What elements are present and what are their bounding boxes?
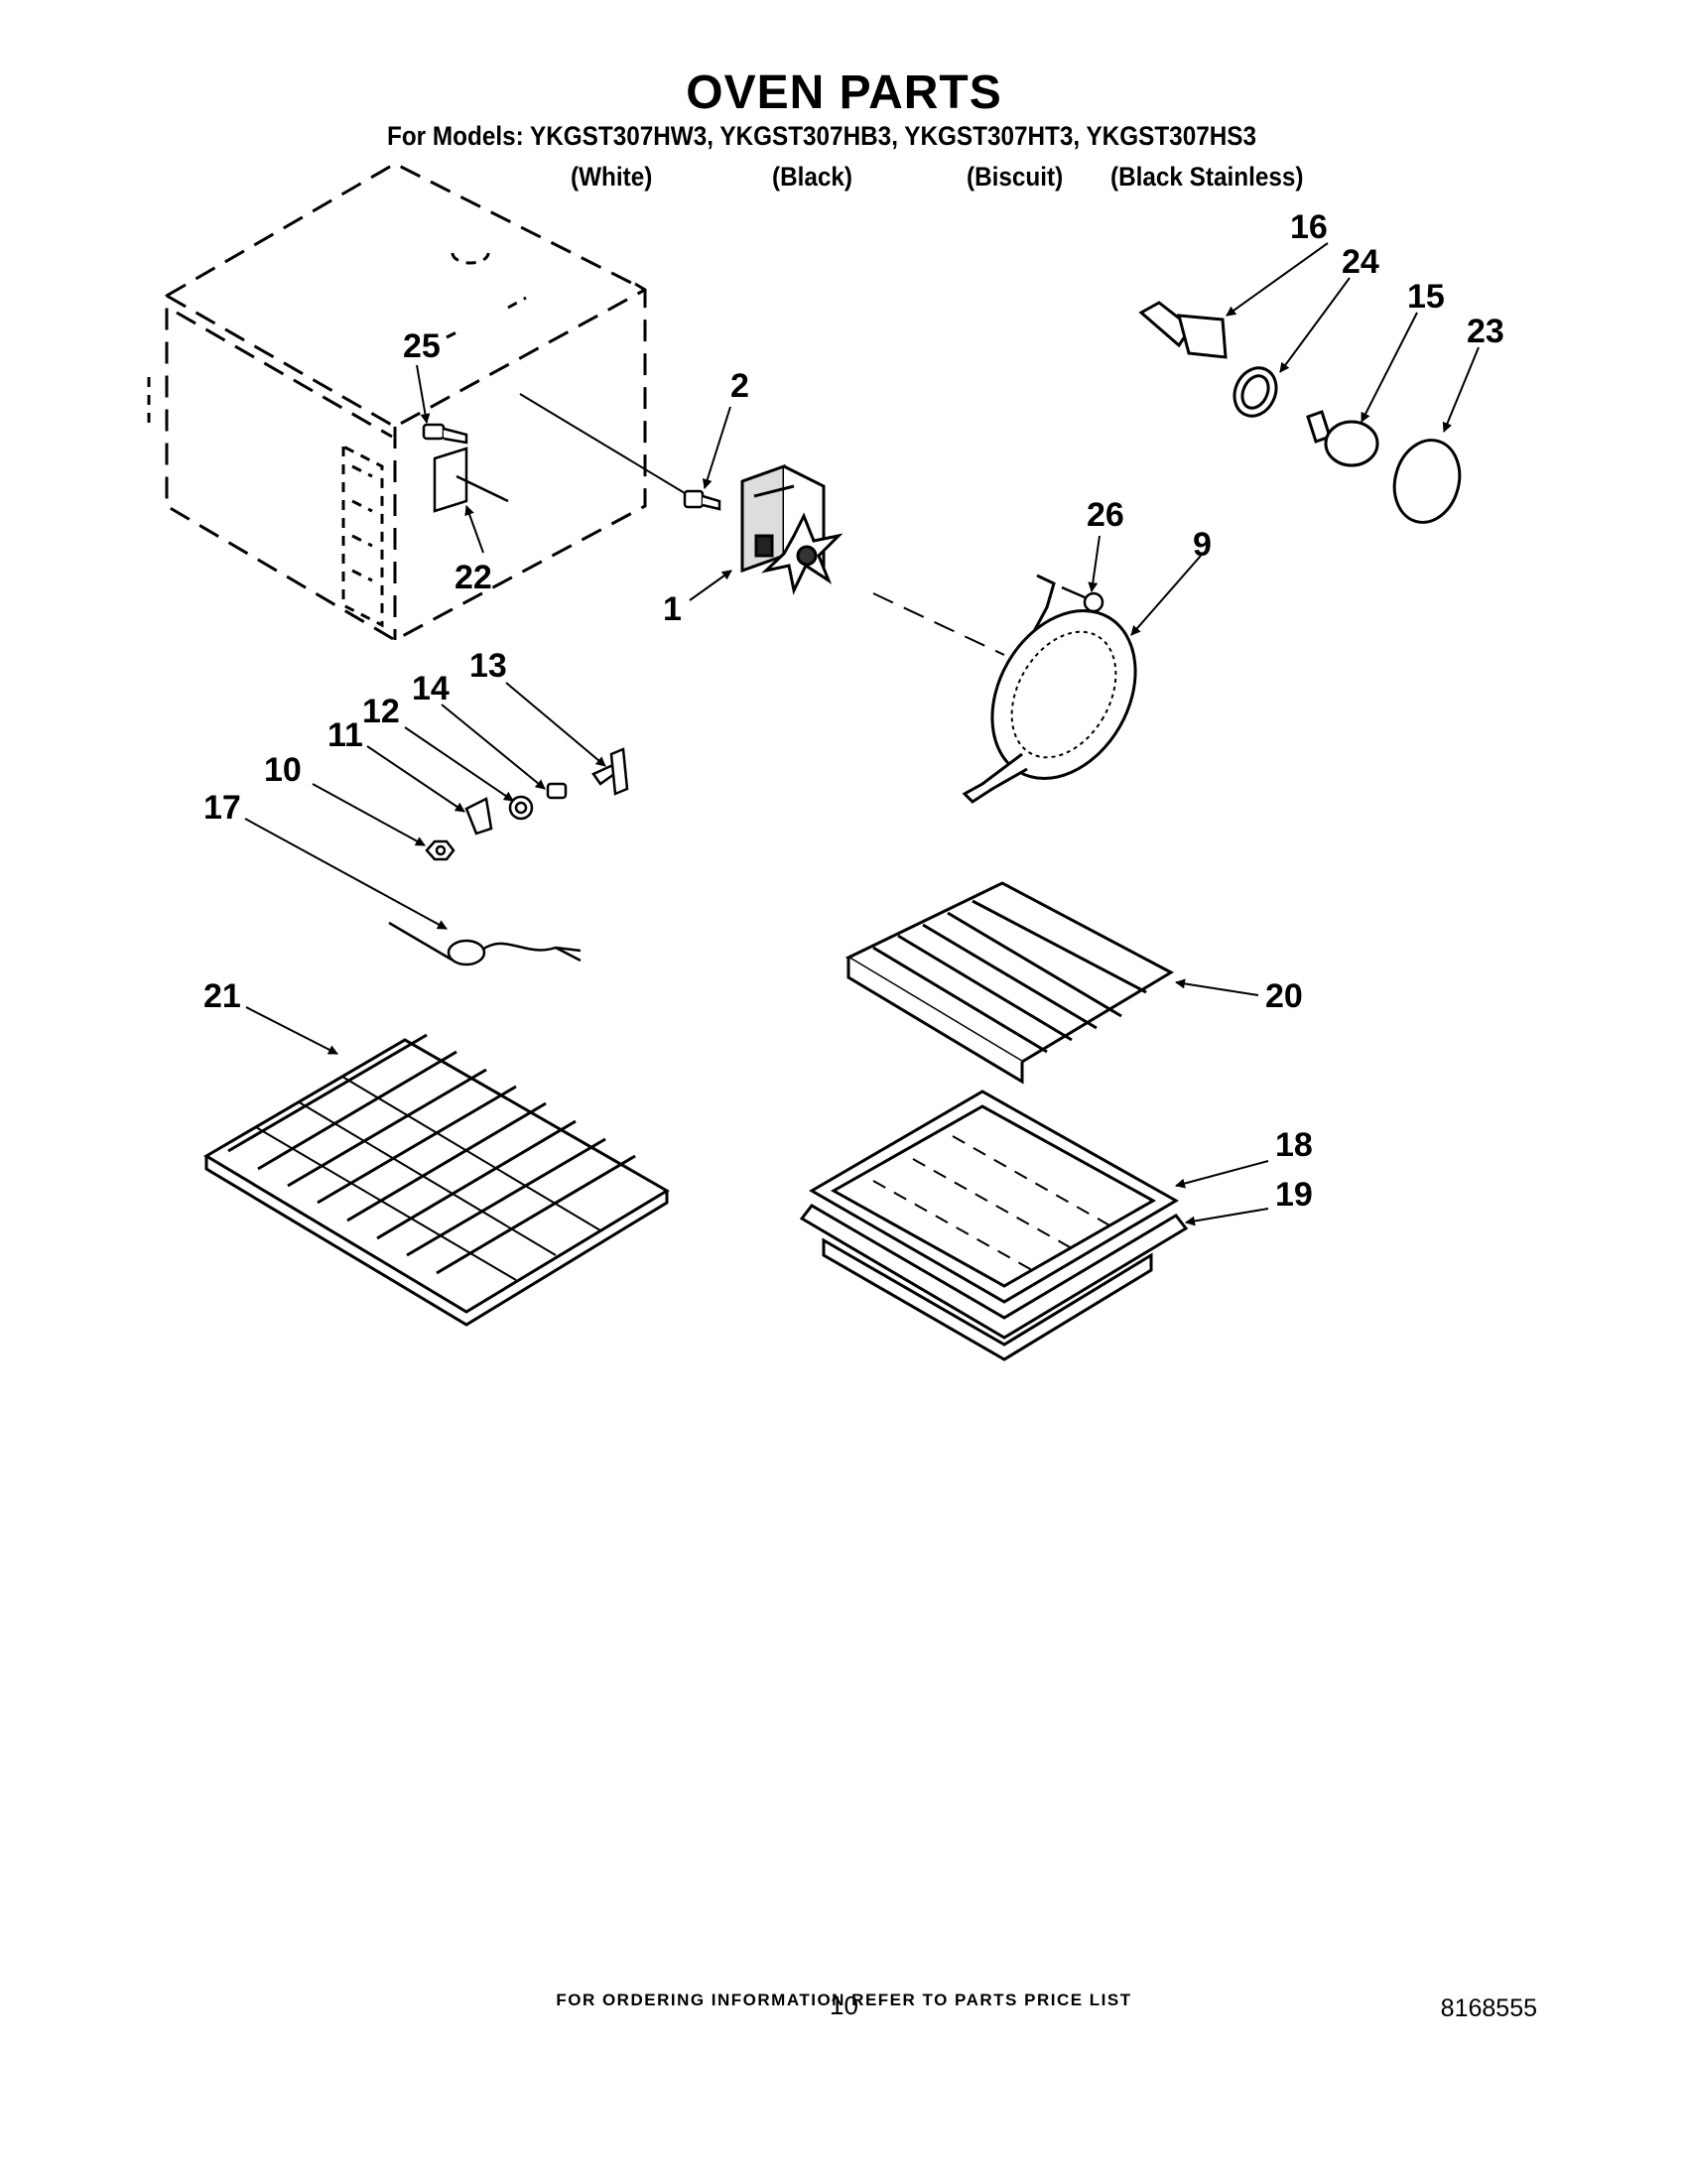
part-16-light-socket (1138, 301, 1228, 359)
oven-cavity-outline (165, 162, 647, 642)
callout-15: 15 (1407, 278, 1445, 316)
part-13-bracket (591, 747, 629, 796)
part-17-probe (388, 921, 582, 966)
part-2-screw (683, 489, 721, 511)
alignment-lines (519, 393, 1005, 656)
part-14-spacer (546, 782, 568, 800)
callout-26: 26 (1087, 496, 1124, 534)
part-15-bulb (1306, 410, 1379, 467)
callout-12: 12 (362, 693, 400, 730)
callout-10: 10 (264, 751, 302, 789)
part-10-nut (425, 839, 455, 861)
oven-cavity-details (147, 252, 527, 628)
color-biscuit: (Biscuit) (967, 162, 1064, 192)
page-number: 10 (830, 1991, 858, 2020)
part-22-bracket (433, 447, 509, 513)
page-title: OVEN PARTS (686, 66, 1002, 119)
part-11-clip (464, 797, 493, 835)
part-18-broiler-grid (809, 1090, 1180, 1304)
callout-11: 11 (327, 716, 363, 754)
part-12-washer (508, 795, 534, 821)
models-line: For Models: YKGST307HW3, YKGST307HB3, YK… (387, 121, 1257, 151)
callout-18: 18 (1275, 1126, 1313, 1164)
part-24-gasket (1233, 366, 1278, 418)
part-25-screw (422, 423, 468, 445)
part-20-broiler-insert (844, 881, 1175, 1085)
part-21-oven-rack (203, 1033, 670, 1327)
color-black-stainless: (Black Stainless) (1110, 162, 1304, 192)
callout-23: 23 (1467, 313, 1504, 350)
callout-1: 1 (663, 590, 682, 628)
callout-22: 22 (454, 559, 492, 596)
callout-25: 25 (403, 327, 441, 365)
part-19-broiler-pan (799, 1204, 1189, 1361)
callout-13: 13 (469, 647, 507, 685)
color-black: (Black) (772, 162, 853, 192)
callout-14: 14 (412, 670, 450, 707)
callout-16: 16 (1290, 208, 1328, 246)
ordering-note: FOR ORDERING INFORMATION REFER TO PARTS … (556, 1991, 1132, 2009)
callout-leaders (244, 242, 1480, 1226)
callout-20: 20 (1265, 977, 1303, 1015)
callout-17: 17 (203, 789, 241, 827)
callout-21: 21 (203, 977, 241, 1015)
document-number: 8168555 (1440, 1994, 1537, 2022)
part-26-screw (1061, 585, 1104, 613)
callout-24: 24 (1342, 243, 1379, 281)
color-white: (White) (571, 162, 653, 192)
callout-2: 2 (730, 367, 749, 405)
part-9-fan-cover (962, 574, 1137, 804)
part-23-lens (1392, 439, 1462, 524)
callout-19: 19 (1275, 1176, 1313, 1214)
part-1-fan-motor (740, 463, 844, 595)
callout-9: 9 (1193, 526, 1212, 564)
